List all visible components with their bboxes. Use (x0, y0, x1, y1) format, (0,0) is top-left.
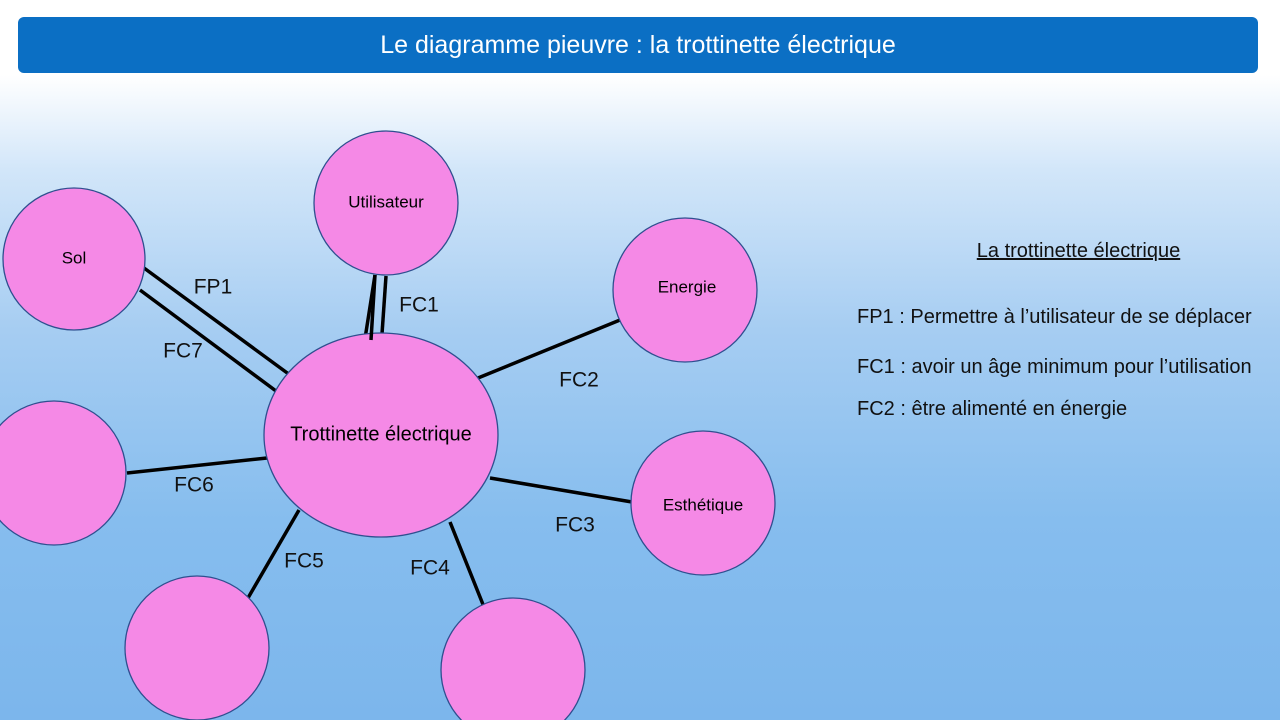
node-empty-bottom (440, 597, 586, 720)
link-fc3 (489, 476, 633, 504)
legend: La trottinette électrique FP1 : Permettr… (857, 240, 1280, 440)
node-utilisateur (313, 130, 459, 276)
label-fc1: FC1 (399, 294, 439, 317)
link-fc2 (477, 318, 621, 380)
node-empty-bottom-left (124, 575, 270, 720)
label-utilisateur: Utilisateur (348, 192, 424, 211)
label-esthetique: Esthétique (663, 495, 743, 514)
legend-item-fc2: FC2 : être alimenté en énergie (857, 398, 1128, 420)
label-fc3: FC3 (555, 514, 595, 537)
label-fc2: FC2 (559, 369, 599, 392)
legend-item-fp1: FP1 : Permettre à l’utilisateur de se dé… (857, 306, 1252, 328)
link-fc7 (138, 288, 278, 393)
node-sol (2, 187, 146, 331)
legend-heading: La trottinette électrique (976, 240, 1181, 262)
link-fc4 (448, 521, 486, 608)
link-fp1-top (369, 274, 377, 341)
label-center: Trottinette électrique (290, 423, 472, 445)
slide-title: Le diagramme pieuvre : la trottinette él… (18, 17, 1258, 73)
legend-item-fc1: FC1 : avoir un âge minimum pour l’utilis… (857, 356, 1252, 378)
label-fc5: FC5 (284, 550, 324, 573)
node-empty-left (0, 400, 127, 546)
link-fc5 (246, 509, 301, 599)
node-center (263, 332, 499, 538)
label-fp1: FP1 (194, 276, 233, 299)
node-esthetique (630, 430, 776, 576)
label-energie: Energie (658, 277, 717, 296)
label-fc7: FC7 (163, 340, 203, 363)
node-energie (612, 217, 758, 363)
link-fc6 (126, 456, 268, 475)
link-fc1 (380, 275, 388, 335)
label-fc4: FC4 (410, 557, 450, 580)
label-sol: Sol (62, 248, 87, 267)
label-fc6: FC6 (174, 474, 214, 497)
